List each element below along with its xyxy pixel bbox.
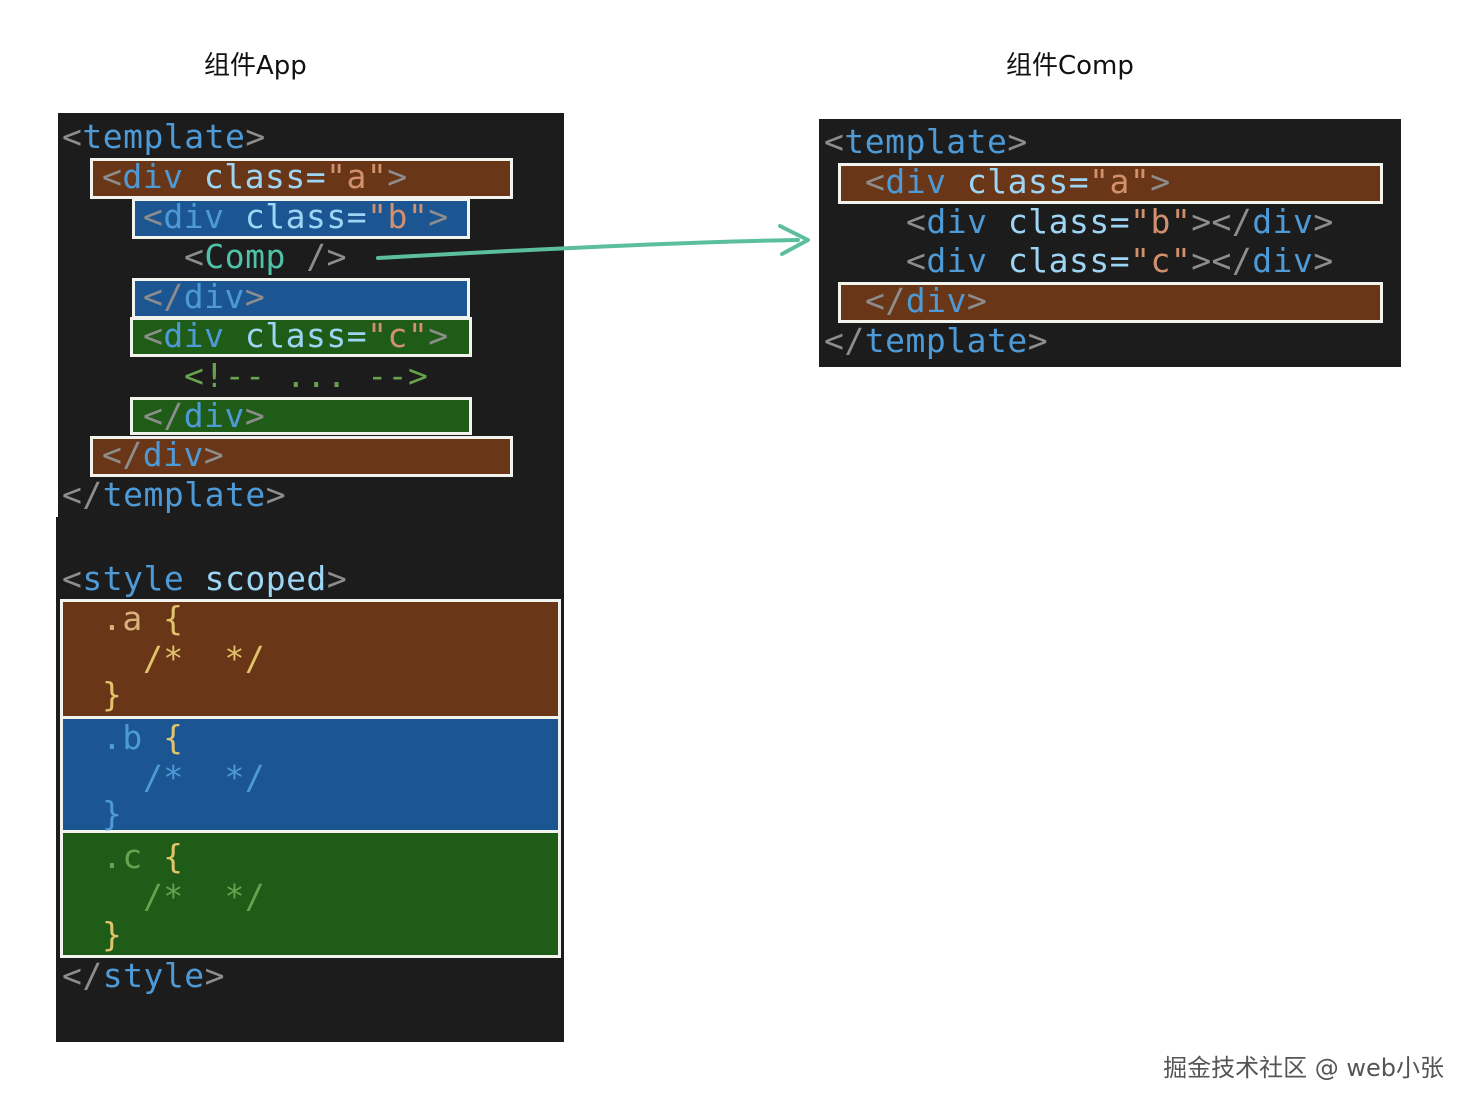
highlight-div-a-open xyxy=(90,158,513,199)
code-line-div-b: <div class="b"> xyxy=(143,197,449,236)
code-line-rule-c-close: } xyxy=(102,915,123,954)
watermark: 掘金技术社区 @ web小张 xyxy=(1163,1054,1444,1082)
comp-component-title: 组件Comp xyxy=(1006,51,1134,81)
code-line-rule-c-comment: /* */ xyxy=(143,877,266,916)
code-line-div-c: <div class="c"> xyxy=(143,316,449,355)
code-line-rule-b-comment: /* */ xyxy=(143,758,266,797)
app-component-title: 组件App xyxy=(204,51,307,81)
code-line-close-div-b: </div> xyxy=(143,277,266,316)
highlight-comp-div-a-close xyxy=(838,282,1383,323)
comp-code-line-div-c: <div class="c"></div> xyxy=(906,241,1334,280)
code-line-close-div-a: </div> xyxy=(102,435,225,474)
code-line-div-a: <div class="a"> xyxy=(102,157,408,196)
code-line-comp: <Comp /> xyxy=(184,237,347,276)
code-line-template-open: <template> xyxy=(62,117,266,156)
code-line-template-close: </template> xyxy=(62,475,287,514)
code-line-rule-c-selector: .c { xyxy=(102,837,184,876)
comp-code-line-close-div-a: </div> xyxy=(865,281,988,320)
comp-code-line-template-close: </template> xyxy=(824,321,1049,360)
code-line-comment: <!-- ... --> xyxy=(184,356,429,395)
code-line-rule-b-selector: .b { xyxy=(102,718,184,757)
highlight-rule-a xyxy=(60,599,561,719)
highlight-div-c-close xyxy=(130,397,472,435)
comp-code-line-div-b: <div class="b"></div> xyxy=(906,202,1334,241)
comp-code-line-template-open: <template> xyxy=(824,122,1028,161)
code-line-style-close: </style> xyxy=(62,956,225,995)
code-line-style-open: <style scoped> xyxy=(62,559,348,598)
highlight-rule-b xyxy=(60,716,561,833)
code-line-close-div-c: </div> xyxy=(143,396,266,435)
highlight-div-b-open xyxy=(132,198,470,239)
comp-code-line-div-a: <div class="a"> xyxy=(865,162,1171,201)
comp-template-panel xyxy=(819,119,1401,367)
code-line-rule-b-close: } xyxy=(102,794,123,833)
highlight-comp-div-a-open xyxy=(838,163,1383,204)
highlight-div-c-open xyxy=(130,317,472,357)
code-line-rule-a-selector: .a { xyxy=(102,599,184,638)
highlight-rule-c xyxy=(60,830,561,958)
code-line-rule-a-comment: /* */ xyxy=(143,639,266,678)
code-line-rule-a-close: } xyxy=(102,675,123,714)
highlight-div-a-close xyxy=(90,436,513,477)
